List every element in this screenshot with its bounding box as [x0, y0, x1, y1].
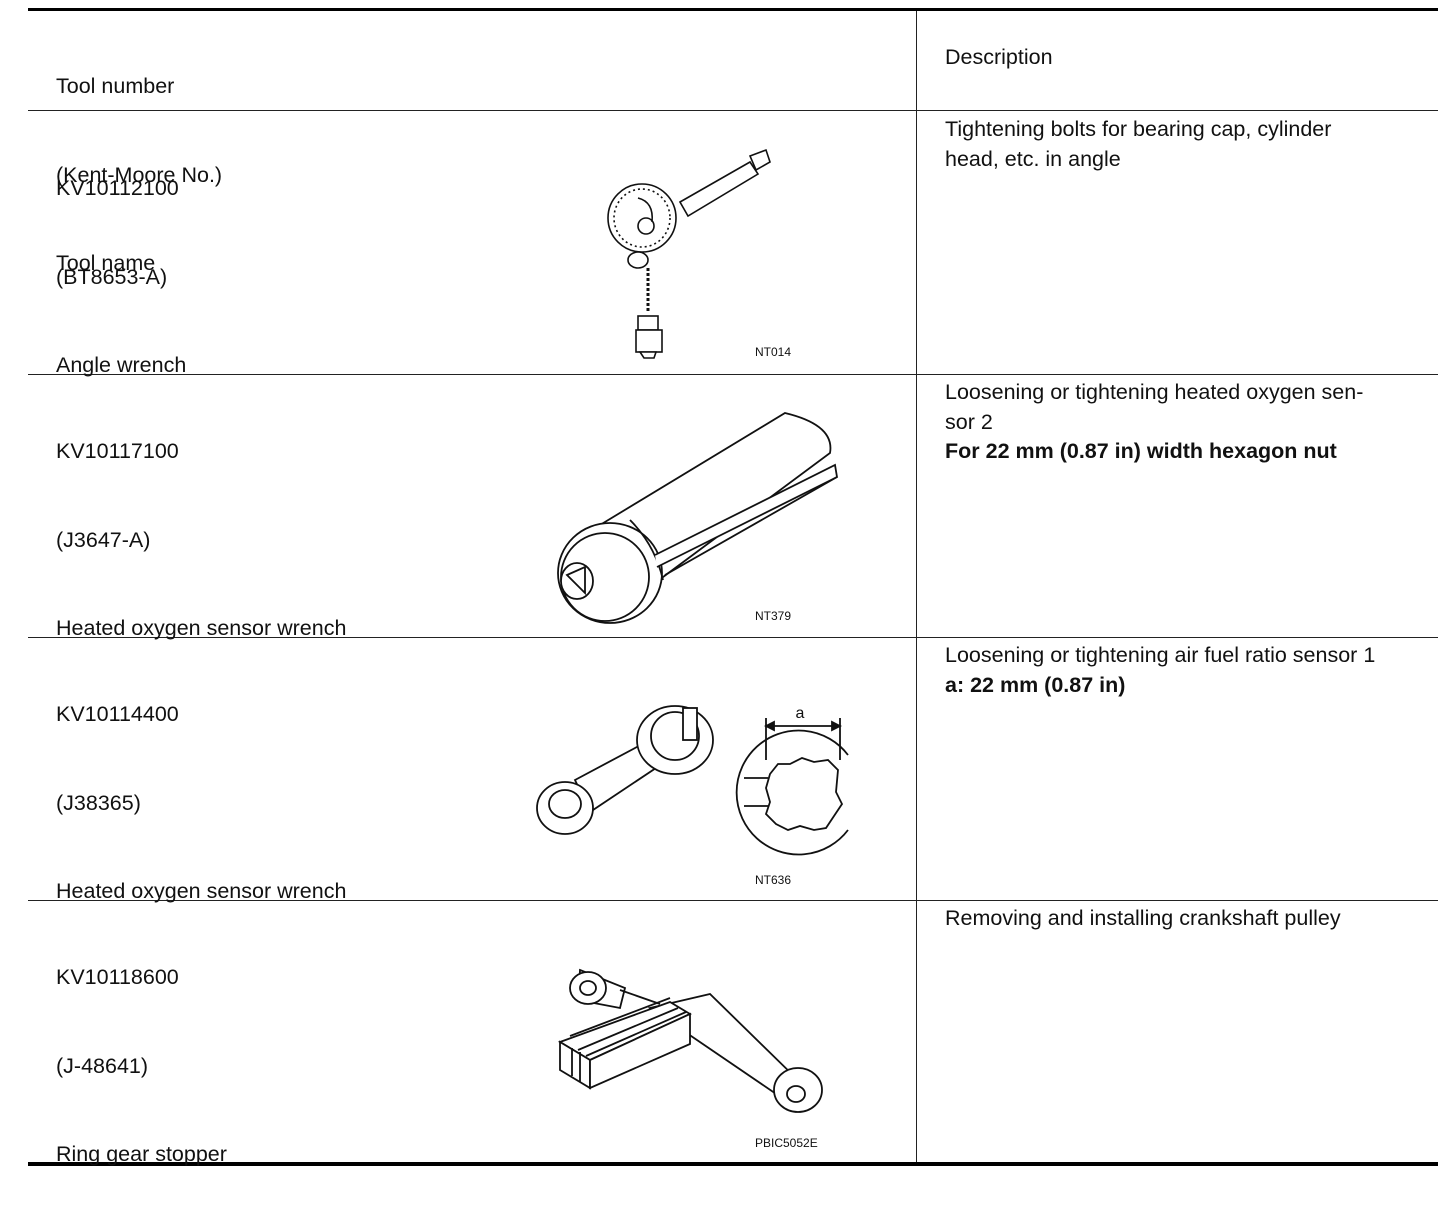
- figure-id: NT014: [755, 345, 792, 359]
- tool-number: KV10114400: [56, 702, 179, 726]
- table-top-rule: [28, 8, 1438, 11]
- angle-wrench-illustration: [607, 148, 771, 359]
- row-divider: [28, 637, 1438, 638]
- figure-id: NT636: [755, 873, 792, 887]
- description-line: Removing and installing crankshaft pulle…: [945, 906, 1341, 930]
- table-row-tool-cell: KV10114400 (J38365) Heated oxygen sensor…: [56, 641, 346, 966]
- kent-moore-number: (J3647-A): [56, 527, 151, 552]
- tool-name: Angle wrench: [56, 353, 187, 377]
- kent-moore-number: (J38365): [56, 790, 141, 815]
- table-row-tool-cell: KV10117100 (J3647-A) Heated oxygen senso…: [56, 378, 346, 703]
- socket-wrench-illustration: [557, 412, 838, 624]
- header-description: Description: [945, 45, 1053, 69]
- tool-number: KV10117100: [56, 439, 179, 463]
- row-divider: [28, 374, 1438, 375]
- description-line: sor 2: [945, 409, 993, 434]
- kent-moore-number: (J-48641): [56, 1053, 149, 1078]
- column-divider: [916, 11, 917, 1162]
- tool-name: Ring gear stopper: [56, 1142, 227, 1166]
- description-line: Loosening or tightening air fuel ratio s…: [945, 643, 1376, 667]
- description-line: head, etc. in angle: [945, 146, 1121, 171]
- tool-name: Heated oxygen sensor wrench: [56, 616, 347, 640]
- wrench-profile-dimension-diagram: a: [735, 705, 849, 856]
- figure-id: NT379: [755, 609, 792, 623]
- header-divider: [28, 110, 1438, 111]
- description-line: Tightening bolts for bearing cap, cylind…: [945, 117, 1332, 141]
- figure-id: PBIC5052E: [755, 1136, 818, 1150]
- tool-number: KV10112100: [56, 176, 179, 200]
- table-row-tool-cell: KV10118600 (J-48641) Ring gear stopper: [56, 904, 227, 1229]
- header-tool-column: Tool number (Kent-Moore No.) Tool name: [56, 13, 222, 338]
- table-row-tool-cell: KV10112100 (BT8653-A) Angle wrench: [56, 115, 186, 440]
- tool-description: Loosening or tightening heated oxygen se…: [945, 378, 1425, 467]
- description-line: Loosening or tightening heated oxygen se…: [945, 380, 1364, 404]
- tool-description: Removing and installing crankshaft pulle…: [945, 904, 1425, 934]
- tool-description: Loosening or tightening air fuel ratio s…: [945, 641, 1425, 700]
- table-bottom-rule: [28, 1162, 1438, 1166]
- ring-wrench-illustration: [536, 705, 714, 835]
- tool-number: KV10118600: [56, 965, 179, 989]
- header-kent-moore: (Kent-Moore No.): [56, 162, 223, 187]
- description-bold-line: For 22 mm (0.87 in) width hexagon nut: [945, 439, 1337, 463]
- row-divider: [28, 900, 1438, 901]
- header-tool-number: Tool number: [56, 74, 175, 98]
- description-bold-line: a: 22 mm (0.87 in): [945, 672, 1126, 697]
- tool-description: Tightening bolts for bearing cap, cylind…: [945, 115, 1425, 174]
- ring-gear-stopper-illustration: [557, 968, 823, 1113]
- header-tool-name: Tool name: [56, 251, 156, 275]
- kent-moore-number: (BT8653-A): [56, 264, 168, 289]
- dimension-label: a: [796, 705, 805, 722]
- tool-name: Heated oxygen sensor wrench: [56, 879, 347, 903]
